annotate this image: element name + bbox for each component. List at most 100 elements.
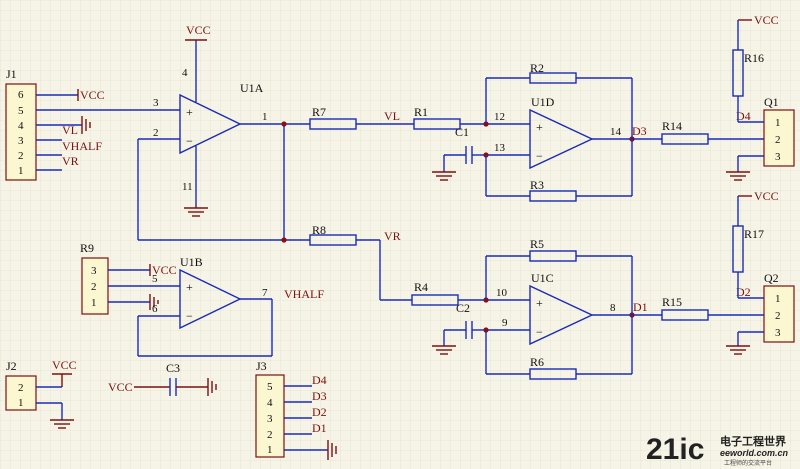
svg-text:9: 9	[502, 317, 508, 329]
net-vl-mid: VL	[384, 109, 400, 123]
svg-text:U1A: U1A	[240, 81, 264, 95]
svg-text:R2: R2	[530, 61, 544, 75]
svg-text:U1C: U1C	[531, 271, 554, 285]
svg-text:3: 3	[153, 97, 159, 109]
svg-text:R17: R17	[744, 227, 764, 241]
resistor-r4: R4	[411, 280, 530, 306]
net-vcc-r17: VCC	[754, 189, 779, 203]
resistor-r2: R2	[486, 61, 632, 84]
svg-text:1: 1	[91, 297, 97, 309]
svg-text:R15: R15	[662, 295, 682, 309]
eeworld-logo: 21ic 电子工程世界 eeworld.com.cn 工程师的交流平台	[646, 429, 796, 467]
net-d3: D3	[632, 124, 647, 138]
connector-j3: J3 5 4 3 2 1 D4 D3 D2 D1	[255, 359, 337, 460]
svg-text:R4: R4	[414, 280, 428, 294]
svg-text:2: 2	[153, 127, 159, 139]
svg-text:1: 1	[18, 397, 24, 409]
svg-text:R3: R3	[530, 178, 544, 192]
resistor-r14: R14	[661, 119, 764, 145]
net-d4-q1: D4	[736, 109, 751, 123]
svg-text:7: 7	[262, 287, 268, 299]
svg-text:U1B: U1B	[180, 255, 203, 269]
svg-text:+: +	[186, 280, 193, 294]
net-vcc-r9: VCC	[152, 263, 177, 277]
trimmer-r9: R9 3 2 1 VCC	[80, 241, 180, 315]
resistor-r1: R1	[413, 105, 530, 130]
net-d2-j3: D2	[312, 405, 327, 419]
resistor-r5: R5	[486, 237, 632, 262]
svg-text:1: 1	[775, 293, 781, 305]
resistor-r16: R16 VCC	[732, 13, 779, 122]
net-vhalf-j1: VHALF	[62, 139, 102, 153]
svg-text:C3: C3	[166, 361, 180, 375]
svg-text:R14: R14	[662, 119, 682, 133]
net-vr-j1: VR	[62, 154, 79, 168]
resistor-r8: R8 VR	[309, 223, 412, 301]
svg-text:2: 2	[775, 134, 781, 146]
svg-text:1: 1	[775, 117, 781, 129]
svg-text:2: 2	[18, 150, 24, 162]
svg-text:12: 12	[494, 111, 505, 123]
svg-text:4: 4	[18, 120, 24, 132]
svg-text:1: 1	[267, 444, 273, 456]
svg-text:14: 14	[610, 126, 622, 138]
svg-text:5: 5	[18, 105, 24, 117]
net-vcc-r16: VCC	[754, 13, 779, 27]
svg-text:C2: C2	[456, 301, 470, 315]
svg-text:10: 10	[496, 287, 508, 299]
svg-text:2: 2	[91, 281, 97, 293]
svg-text:3: 3	[91, 265, 97, 277]
net-vr-mid: VR	[384, 229, 401, 243]
net-vcc-c3: VCC	[108, 380, 133, 394]
svg-text:2: 2	[267, 429, 273, 441]
logo-cn: 电子工程世界	[720, 434, 786, 448]
svg-text:+: +	[186, 105, 193, 119]
net-d4-j3: D4	[312, 373, 327, 387]
svg-text:−: −	[186, 134, 193, 148]
svg-text:U1D: U1D	[531, 95, 555, 109]
svg-text:6: 6	[18, 89, 24, 101]
svg-text:R8: R8	[312, 223, 326, 237]
net-d1-j3: D1	[312, 421, 327, 435]
net-vcc-j1: VCC	[80, 88, 105, 102]
svg-text:R9: R9	[80, 241, 94, 255]
transistor-q2: Q2 1 2 3 D2	[726, 271, 795, 355]
svg-text:13: 13	[494, 142, 506, 154]
opamp-u1b: U1B + − 5 6 7 VHALF	[137, 255, 324, 357]
net-vl-j1: VL	[62, 123, 78, 137]
capacitor-c3: C3 VCC	[108, 361, 217, 396]
svg-text:−: −	[536, 325, 543, 339]
svg-text:4: 4	[182, 67, 188, 79]
svg-text:Q2: Q2	[764, 271, 779, 285]
svg-text:6: 6	[152, 303, 158, 315]
svg-text:Q1: Q1	[764, 95, 779, 109]
svg-text:5: 5	[152, 273, 158, 285]
svg-text:R7: R7	[312, 105, 326, 119]
svg-text:+: +	[536, 120, 543, 134]
svg-text:2: 2	[18, 382, 24, 394]
net-d2-q2: D2	[736, 285, 751, 299]
svg-text:5: 5	[267, 381, 273, 393]
net-d3-j3: D3	[312, 389, 327, 403]
ref-j1: J1	[6, 67, 17, 81]
svg-text:11: 11	[182, 181, 193, 193]
svg-text:8: 8	[610, 302, 616, 314]
svg-text:2: 2	[775, 310, 781, 322]
svg-text:4: 4	[267, 397, 273, 409]
svg-text:−: −	[186, 309, 193, 323]
logo-tagline: 工程师的交流平台	[724, 459, 772, 467]
svg-text:R5: R5	[530, 237, 544, 251]
logo-url: eeworld.com.cn	[720, 448, 789, 458]
net-vcc-j2: VCC	[52, 358, 77, 372]
resistor-r7: R7 VL	[309, 105, 414, 130]
logo-mark: 21ic	[646, 433, 704, 466]
net-vcc-u1a: VCC	[186, 23, 211, 37]
svg-text:−: −	[536, 149, 543, 163]
svg-text:R16: R16	[744, 51, 764, 65]
svg-text:R1: R1	[414, 105, 428, 119]
svg-text:3: 3	[775, 151, 781, 163]
transistor-q1: Q1 1 2 3 D4	[726, 95, 795, 181]
